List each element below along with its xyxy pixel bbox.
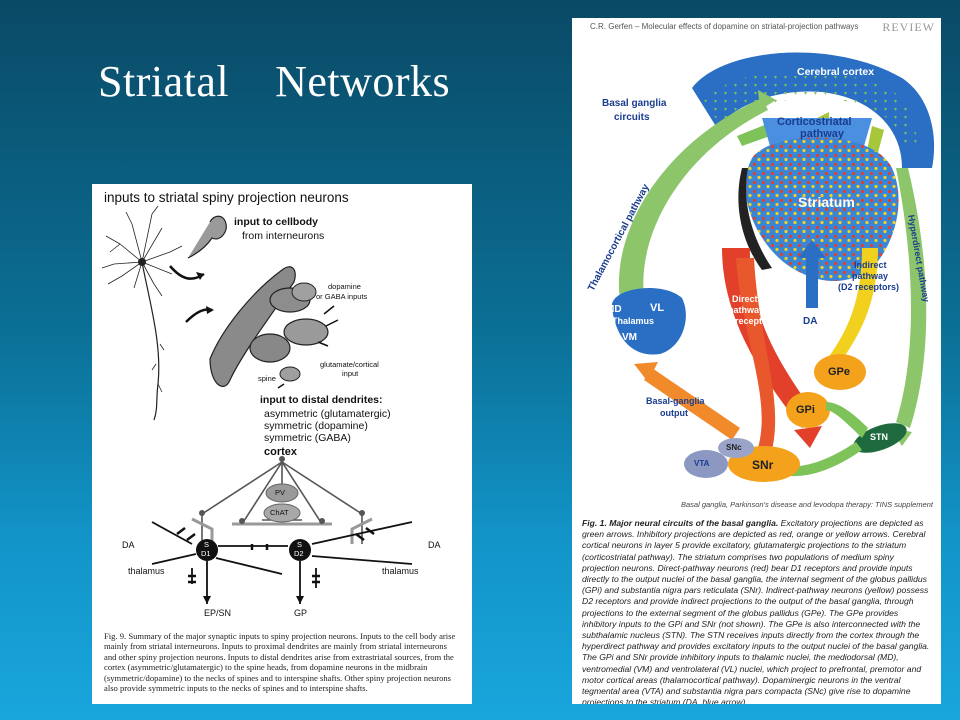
thalamus-label: Thalamus	[612, 316, 655, 326]
da-label: DA	[803, 316, 818, 327]
bg-output-label-2: output	[660, 408, 688, 418]
gpe-shape	[814, 354, 866, 390]
distal-item-gaba: symmetric (GABA)	[264, 432, 351, 444]
snc-label: SNc	[726, 443, 742, 452]
cellbody-input-sublabel: from interneurons	[242, 230, 325, 242]
pv-interneuron	[265, 483, 299, 503]
thalamus-vm-label: VM	[622, 332, 637, 343]
basal-ganglia-diagram	[611, 52, 935, 482]
bg-output-label: Basal-ganglia	[646, 396, 705, 406]
distal-item-asymmetric: asymmetric (glutamatergic)	[264, 408, 391, 420]
stn-shape	[853, 423, 907, 453]
indirect-pathway-label-3: (D2 receptors)	[838, 282, 900, 292]
cerebral-cortex-label: Cerebral cortex	[797, 66, 875, 78]
neuron-soma-small	[138, 258, 146, 266]
circuit-gp-label: GP	[294, 608, 308, 618]
striatum-label: Striatum	[798, 194, 855, 210]
circuit-thalamus-left-label: thalamus	[128, 566, 165, 576]
circuit-da-left-label: DA	[122, 540, 135, 550]
right-caption-body: Excitatory projections are depicted as g…	[582, 518, 930, 704]
snr-label: SNr	[752, 458, 774, 472]
thalamus-md-label: MD	[606, 304, 622, 315]
vta-label: VTA	[694, 459, 710, 468]
corticostriatal-label-2: pathway	[800, 128, 845, 140]
left-figure-heading: inputs to striatal spiny projection neur…	[104, 190, 349, 205]
spiny-neuron-illustration	[101, 205, 413, 604]
d2-neuron	[289, 539, 311, 561]
supplement-credit: Basal ganglia, Parkinson's disease and l…	[680, 500, 933, 509]
snc-shape	[718, 438, 754, 458]
left-figure-caption: Fig. 9. Summary of the major synaptic in…	[104, 631, 456, 694]
circuit-d1-label: D1	[201, 549, 211, 558]
gpi-label: GPi	[796, 404, 815, 416]
gpe-label: GPe	[828, 366, 851, 378]
dopamine-input-label: dopamine	[328, 282, 361, 291]
distal-dendrites-label: input to distal dendrites:	[260, 394, 383, 406]
gpi-shape	[786, 392, 830, 428]
thalamus-shape	[611, 287, 686, 355]
bg-circuits-label-2: circuits	[614, 112, 650, 123]
right-figure-panel: C.R. Gerfen – Molecular effects of dopam…	[572, 18, 941, 704]
circuit-d2-label: D2	[294, 549, 304, 558]
right-figure-header: C.R. Gerfen – Molecular effects of dopam…	[590, 22, 859, 31]
review-label: REVIEW	[882, 20, 935, 34]
left-figure-panel: inputs to striatal spiny projection neur…	[92, 184, 472, 704]
cellbody-input-label: input to cellbody	[234, 216, 318, 228]
circuit-thalamus-right-label: thalamus	[382, 566, 419, 576]
dopamine-arrow	[798, 240, 826, 308]
right-figure-caption: Fig. 1. Major neural circuits of the bas…	[582, 518, 932, 704]
slide-title: Striatal Networks	[98, 57, 451, 106]
stn-label: STN	[870, 432, 888, 442]
direct-pathway-label-2: pathway	[728, 305, 765, 315]
circuit-chat-label: ChAT	[270, 508, 289, 517]
thalamus-vl-label: VL	[650, 302, 665, 314]
bg-circuits-label: Basal ganglia	[602, 98, 667, 109]
spine-label: spine	[258, 374, 276, 383]
circuit-da-right-label: DA	[428, 540, 441, 550]
vta-shape	[684, 450, 728, 478]
indirect-pathway-label-2: pathway	[852, 271, 889, 281]
indirect-pathway-label: Indirect	[854, 260, 887, 270]
d1-neuron	[196, 539, 218, 561]
distal-item-dopamine: symmetric (dopamine)	[264, 420, 368, 432]
direct-pathway-label-3: (D1 receptors)	[718, 316, 780, 326]
circuit-pv-label: PV	[275, 488, 286, 497]
glutamate-input-label-2: input	[342, 369, 359, 378]
circuit-ep-sn-label: EP/SN	[204, 608, 232, 618]
corticostriatal-label: Corticostriatal	[777, 116, 852, 128]
direct-pathway-label: Direct	[732, 294, 758, 304]
circuit-d2-s-label: S	[297, 540, 303, 549]
circuit-cortex-label: cortex	[264, 446, 298, 458]
hyperdirect-arrow	[896, 168, 927, 428]
indirect-pathway-arrow	[828, 248, 878, 366]
dopamine-input-label-2: or GABA inputs	[316, 292, 368, 301]
right-caption-title: Fig. 1. Major neural circuits of the bas…	[582, 518, 779, 528]
bg-output-arrow	[644, 368, 740, 440]
chat-interneuron	[263, 503, 301, 523]
glutamate-input-label: glutamate/cortical	[320, 360, 379, 369]
circuit-d1-s-label: S	[204, 540, 210, 549]
